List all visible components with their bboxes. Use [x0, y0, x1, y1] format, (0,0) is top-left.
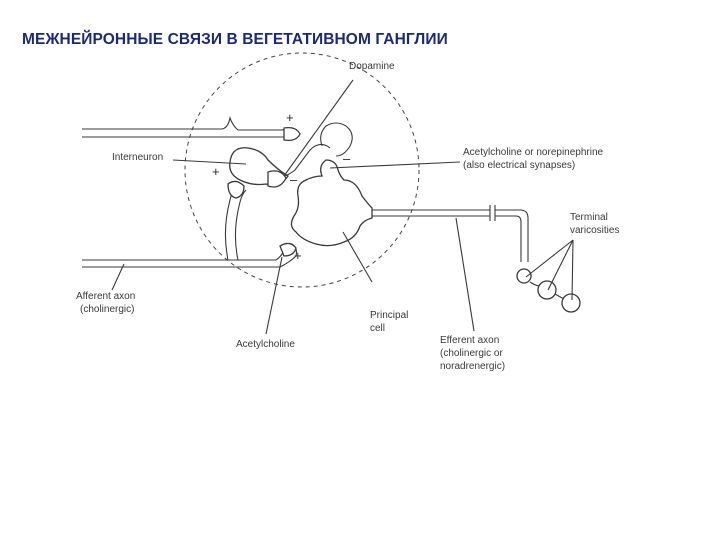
label-acetylcholine: Acetylcholine: [236, 339, 295, 350]
afferent-axon: [82, 180, 298, 268]
principal-cell: [290, 122, 373, 247]
label-principal-1: Principal: [370, 310, 408, 321]
label-afferent-2: (cholinergic): [80, 304, 134, 315]
label-terminal-1: Terminal: [570, 212, 608, 223]
label-dopamine: Dopamine: [349, 61, 395, 72]
ganglion-boundary: [184, 52, 420, 288]
label-efferent-1: Efferent axon: [440, 335, 499, 346]
interneuron-cell: [229, 143, 331, 188]
top-input-fiber: [82, 116, 301, 142]
label-terminal-2: varicosities: [570, 225, 619, 236]
efferent-axon: [372, 205, 529, 262]
label-efferent-2: (cholinergic or: [440, 348, 503, 359]
label-interneuron: Interneuron: [112, 152, 163, 163]
label-ach-ne-1: Acetylcholine or norepinephrine: [463, 147, 604, 158]
label-principal-2: cell: [370, 323, 385, 334]
terminal-varicosities: [516, 268, 581, 313]
label-afferent-1: Afferent axon: [76, 291, 135, 302]
sign-minus-interneuron: –: [290, 172, 298, 187]
pointer-lines: [111, 79, 574, 335]
slide-title: МЕЖНЕЙРОННЫЕ СВЯЗИ В ВЕГЕТАТИВНОМ ГАНГЛИ…: [22, 31, 448, 48]
label-efferent-3: noradrenergic): [440, 361, 505, 372]
label-ach-ne-2: (also electrical synapses): [463, 160, 575, 171]
sign-plus-left: +: [212, 164, 220, 179]
sign-plus-bottom: +: [294, 248, 302, 263]
sign-plus-top: +: [286, 110, 294, 125]
sign-minus-principal: –: [343, 151, 351, 166]
